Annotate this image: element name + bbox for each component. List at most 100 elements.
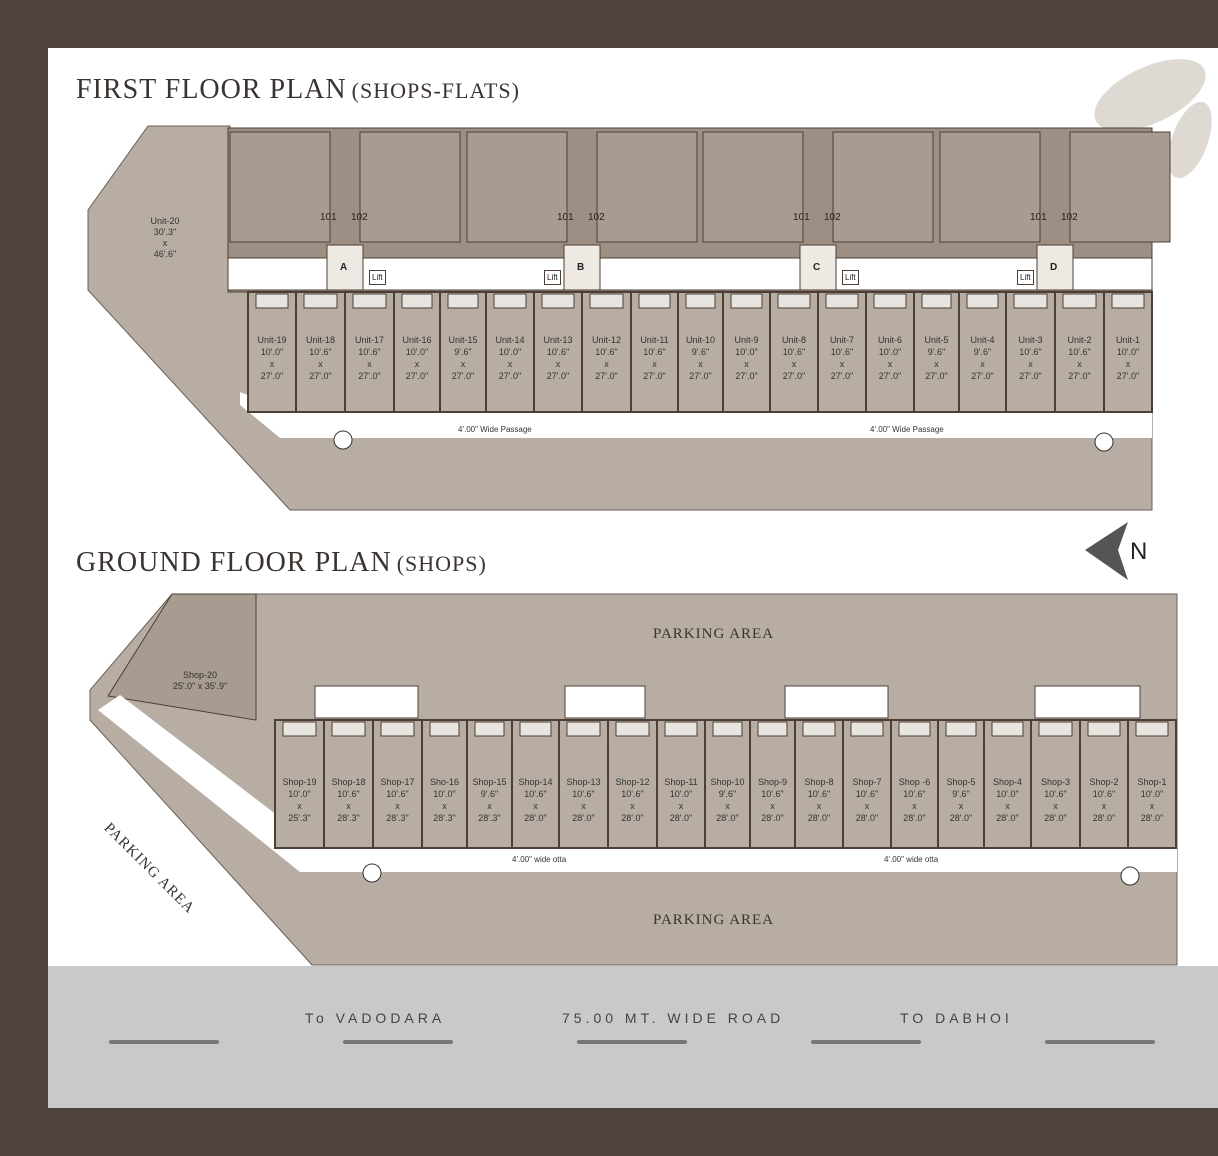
stair-lift-core [784,685,889,719]
spiral-stair-icon [1094,432,1114,452]
unit-2 [1054,291,1105,413]
toilet [873,293,907,309]
toilet [730,293,763,309]
toilet [474,721,505,737]
toilet [1013,293,1048,309]
toilet [429,721,460,737]
unit-13 [533,291,583,413]
shop-8 [794,719,844,849]
shop-13 [558,719,609,849]
flat-102 [1069,131,1171,243]
toilet [991,721,1024,737]
flat-102 [832,131,934,243]
road-marking [109,1040,219,1044]
toilet [1038,721,1073,737]
toilet [1087,721,1121,737]
otta-label-left: 4'.00" wide otta [512,855,567,864]
toilet [757,721,788,737]
unit-8 [769,291,819,413]
spiral-stair-icon [333,430,353,450]
unit-18 [295,291,346,413]
shop-10 [704,719,751,849]
lift-label: Lift [544,270,561,285]
unit-19 [247,291,297,413]
lift-label: Lift [1017,270,1034,285]
toilet [541,293,575,309]
unit-10 [677,291,724,413]
flat-label: 101 [320,212,337,223]
toilet [255,293,289,309]
core-label: B [577,262,585,273]
stair-core [563,244,601,291]
shop-9 [749,719,796,849]
lift-label: Lift [369,270,386,285]
flat-101 [229,131,331,243]
shop-19 [274,719,325,849]
first-floor-title: FIRST FLOOR PLAN (SHOPS-FLATS) [76,74,520,105]
flat-102 [596,131,698,243]
parking-area-top: PARKING AREA [653,626,775,642]
stair-lift-core [314,685,419,719]
flat-label: 101 [1030,212,1047,223]
unit-17 [344,291,395,413]
unit-15 [439,291,487,413]
stair-lift-core [564,685,646,719]
toilet [1135,721,1169,737]
shop-3 [1030,719,1081,849]
toilet [566,721,601,737]
toilet [303,293,338,309]
shop-1 [1127,719,1177,849]
spiral-stair-icon [362,863,382,883]
toilet [664,721,698,737]
shop-7 [842,719,892,849]
passage-label-left: 4'.00" Wide Passage [458,425,532,434]
toilet [493,293,527,309]
toilet [966,293,999,309]
toilet [380,721,415,737]
toilet [589,293,624,309]
stair-core [1036,244,1074,291]
road [48,966,1218,1108]
